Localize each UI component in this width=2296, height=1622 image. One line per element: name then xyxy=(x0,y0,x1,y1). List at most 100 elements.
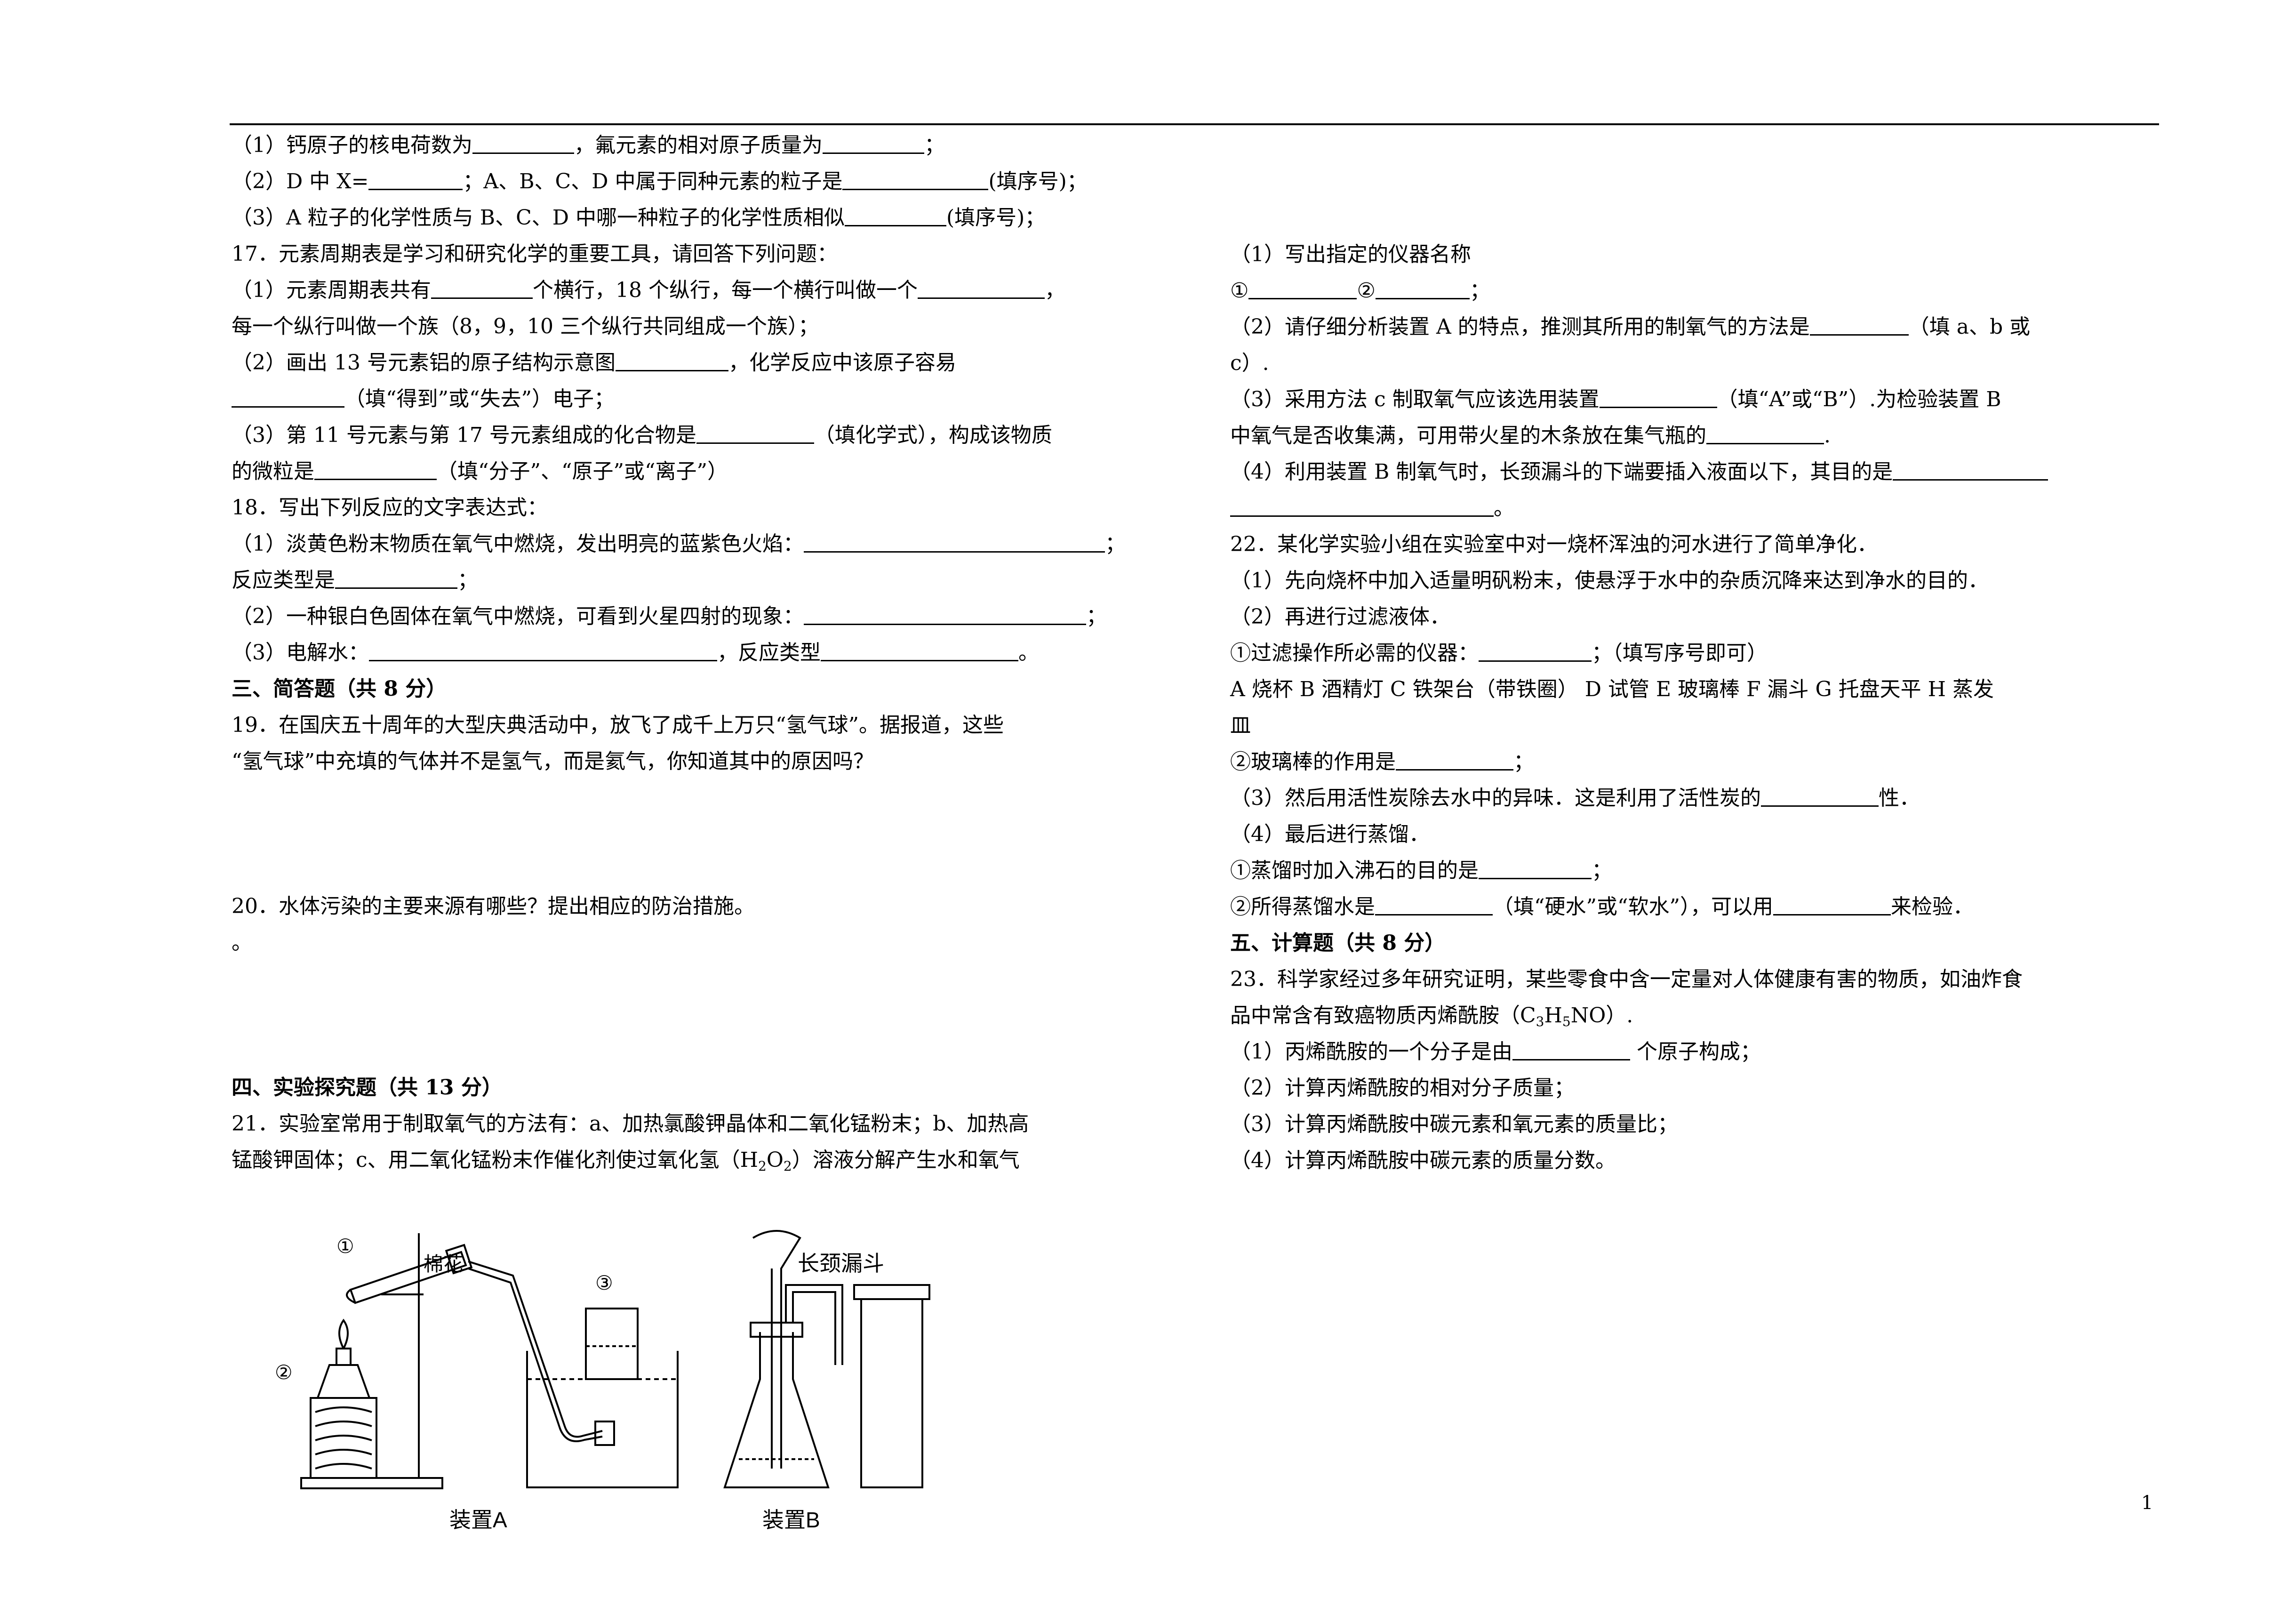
text: ① xyxy=(1230,279,1249,303)
text: ，反应类型 xyxy=(717,641,821,665)
q21-line-1: 21．实验室常用于制取氧气的方法有：a、加热氯酸钾晶体和二氧化锰粉末；b、加热高 xyxy=(232,1112,1029,1136)
text: （填“A”或“B”）.为检验装置 B xyxy=(1717,387,2001,411)
text: O xyxy=(766,1148,784,1172)
answer-blank[interactable] xyxy=(472,134,574,154)
text: (填序号)； xyxy=(946,206,1046,230)
answer-blank[interactable] xyxy=(845,206,947,226)
q22-line-9: （4）最后进行蒸馏． xyxy=(1230,822,1430,846)
answer-blank[interactable] xyxy=(369,641,717,661)
q17-line-4: （2）画出 13 号元素铝的原子结构示意图 ，化学反应中该原子容易 xyxy=(232,345,1206,381)
text: ② xyxy=(1357,279,1376,303)
text: （3）电解水： xyxy=(232,641,369,665)
delivery-tube xyxy=(468,1268,603,1442)
answer-blank[interactable] xyxy=(1479,859,1592,879)
answer-blank[interactable] xyxy=(615,351,728,371)
label-2: ② xyxy=(275,1361,293,1384)
section-3-heading: 三、简答题（共 8 分） xyxy=(232,677,447,701)
text: ； xyxy=(1592,859,1612,883)
text: ； xyxy=(1105,532,1126,556)
q22-options: A 烧杯 B 酒精灯 C 铁架台（带铁圈） D 试管 E 玻璃棒 F 漏斗 G … xyxy=(1230,677,1994,701)
q21-part3: （3）采用方法 c 制取氧气应该选用装置 （填“A”或“B”）.为检验装置 B xyxy=(1230,381,2185,418)
answer-space xyxy=(232,816,1206,852)
text: （2）一种银白色固体在氧气中燃烧，可看到火星四射的现象： xyxy=(232,604,804,628)
label-cotton: 棉花 xyxy=(424,1253,463,1275)
q20-line-1: 20．水体污染的主要来源有哪些？提出相应的防治措施。 xyxy=(232,894,755,918)
answer-blank[interactable] xyxy=(917,279,1045,299)
text: 品中常含有致癌物质丙烯酰胺（C xyxy=(1230,1004,1536,1028)
test-tube xyxy=(346,1244,473,1304)
text: （3）采用方法 c 制取氧气应该选用装置 xyxy=(1230,387,1600,411)
answer-blank[interactable] xyxy=(1248,279,1357,299)
q22-line-3: （2）再进行过滤液体． xyxy=(1230,605,1450,629)
answer-blank[interactable] xyxy=(1512,1040,1630,1060)
answer-space xyxy=(232,779,1206,816)
answer-blank[interactable] xyxy=(842,170,989,190)
text: 。 xyxy=(1494,496,1514,520)
gas-collection-bottle xyxy=(585,1308,639,1446)
text: ；（填写序号即可） xyxy=(1592,641,1768,665)
q18-line-4: （2）一种银白色固体在氧气中燃烧，可看到火星四射的现象：； xyxy=(232,598,1206,634)
answer-blank[interactable] xyxy=(1706,424,1824,444)
text: ①过滤操作所必需的仪器： xyxy=(1230,641,1479,665)
text: 个横行，18 个纵行，每一个横行叫做一个 xyxy=(533,278,918,302)
answer-blank[interactable] xyxy=(314,460,437,480)
answer-blank[interactable] xyxy=(1375,279,1470,299)
answer-blank[interactable] xyxy=(1599,388,1717,408)
collecting-bottle-b xyxy=(853,1284,930,1488)
answer-blank[interactable] xyxy=(1893,460,2048,481)
q22-line-11: ②所得蒸馏水是（填“硬水”或“软水”），可以用来检验． xyxy=(1230,889,2185,925)
alcohol-lamp xyxy=(316,1318,371,1399)
answer-blank[interactable] xyxy=(335,569,457,589)
text: （填化学式），构成该物质 xyxy=(814,423,1052,447)
answer-blank[interactable] xyxy=(1375,895,1493,915)
delivery-tube xyxy=(468,1261,603,1438)
answer-blank[interactable] xyxy=(431,279,533,299)
text: ； xyxy=(1513,750,1534,774)
q21-part1: （1）写出指定的仪器名称 xyxy=(1230,242,1471,266)
answer-space xyxy=(232,997,1206,1033)
q21-part2-cont: c）. xyxy=(1230,351,1269,375)
answer-space xyxy=(232,852,1206,888)
q17-line-6: （3）第 11 号元素与第 17 号元素组成的化合物是（填化学式），构成该物质 xyxy=(232,417,1206,453)
q23-line-6: （4）计算丙烯酰胺中碳元素的质量分数。 xyxy=(1230,1148,1616,1172)
answer-blank[interactable] xyxy=(1230,497,1494,517)
answer-blank[interactable] xyxy=(1479,642,1592,662)
header-rule xyxy=(230,123,2159,125)
answer-blank[interactable] xyxy=(821,641,1018,661)
text: ，化学反应中该原子容易 xyxy=(728,351,956,375)
q17-line-3: 每一个纵行叫做一个族（8，9，10 三个纵行共同组成一个族）； xyxy=(232,314,819,338)
text: 来检验． xyxy=(1890,895,1974,919)
subscript: 3 xyxy=(1536,1014,1544,1029)
answer-blank[interactable] xyxy=(1809,315,1909,336)
q19-line-2: “氢气球”中充填的气体并不是氢气，而是氦气，你知道其中的原因吗？ xyxy=(232,749,874,773)
text: ）溶液分解产生水和氧气 xyxy=(792,1148,1020,1172)
subscript: 2 xyxy=(783,1158,792,1174)
answer-blank[interactable] xyxy=(804,605,1086,625)
q16-line-1: （1）钙原子的核电荷数为，氟元素的相对原子质量为； xyxy=(232,127,1206,163)
q22-line-7: ②玻璃棒的作用是； xyxy=(1230,744,2185,780)
q18-line-2: （1）淡黄色粉末物质在氧气中燃烧，发出明亮的蓝紫色火焰：； xyxy=(232,526,1206,562)
answer-blank[interactable] xyxy=(1761,787,1879,807)
text: (填序号)； xyxy=(988,169,1088,193)
answer-blank[interactable] xyxy=(804,532,1105,553)
answer-blank[interactable] xyxy=(696,424,814,444)
answer-blank[interactable] xyxy=(1396,750,1513,771)
label-1: ① xyxy=(336,1235,354,1258)
q17-line-1: 17．元素周期表是学习和研究化学的重要工具，请回答下列问题： xyxy=(232,242,838,266)
delivery-tube-b xyxy=(792,1291,836,1365)
answer-blank[interactable] xyxy=(232,387,344,408)
q23-line-5: （3）计算丙烯酰胺中碳元素和氧元素的质量比； xyxy=(1230,1112,1678,1136)
text: （3）A 粒子的化学性质与 B、C、D 中哪一种粒子的化学性质相似 xyxy=(232,206,845,230)
answer-blank[interactable] xyxy=(823,134,924,154)
q17-line-5: （填“得到”或“失去”）电子； xyxy=(232,381,1206,417)
answer-blank[interactable] xyxy=(368,170,463,190)
q18-line-5: （3）电解水：，反应类型。 xyxy=(232,634,1206,671)
q16-line-3: （3）A 粒子的化学性质与 B、C、D 中哪一种粒子的化学性质相似 (填序号)； xyxy=(232,200,1206,236)
text: （2）画出 13 号元素铝的原子结构示意图 xyxy=(232,351,616,375)
q23-line-2: 品中常含有致癌物质丙烯酰胺（C3H5NO）. xyxy=(1230,997,2185,1034)
text: （填 a、b 或 xyxy=(1908,315,2031,339)
answer-blank[interactable] xyxy=(1773,895,1891,915)
label-long-neck-funnel: 长颈漏斗 xyxy=(798,1251,884,1276)
q17-line-2: （1）元素周期表共有个横行，18 个纵行，每一个横行叫做一个， xyxy=(232,272,1206,308)
